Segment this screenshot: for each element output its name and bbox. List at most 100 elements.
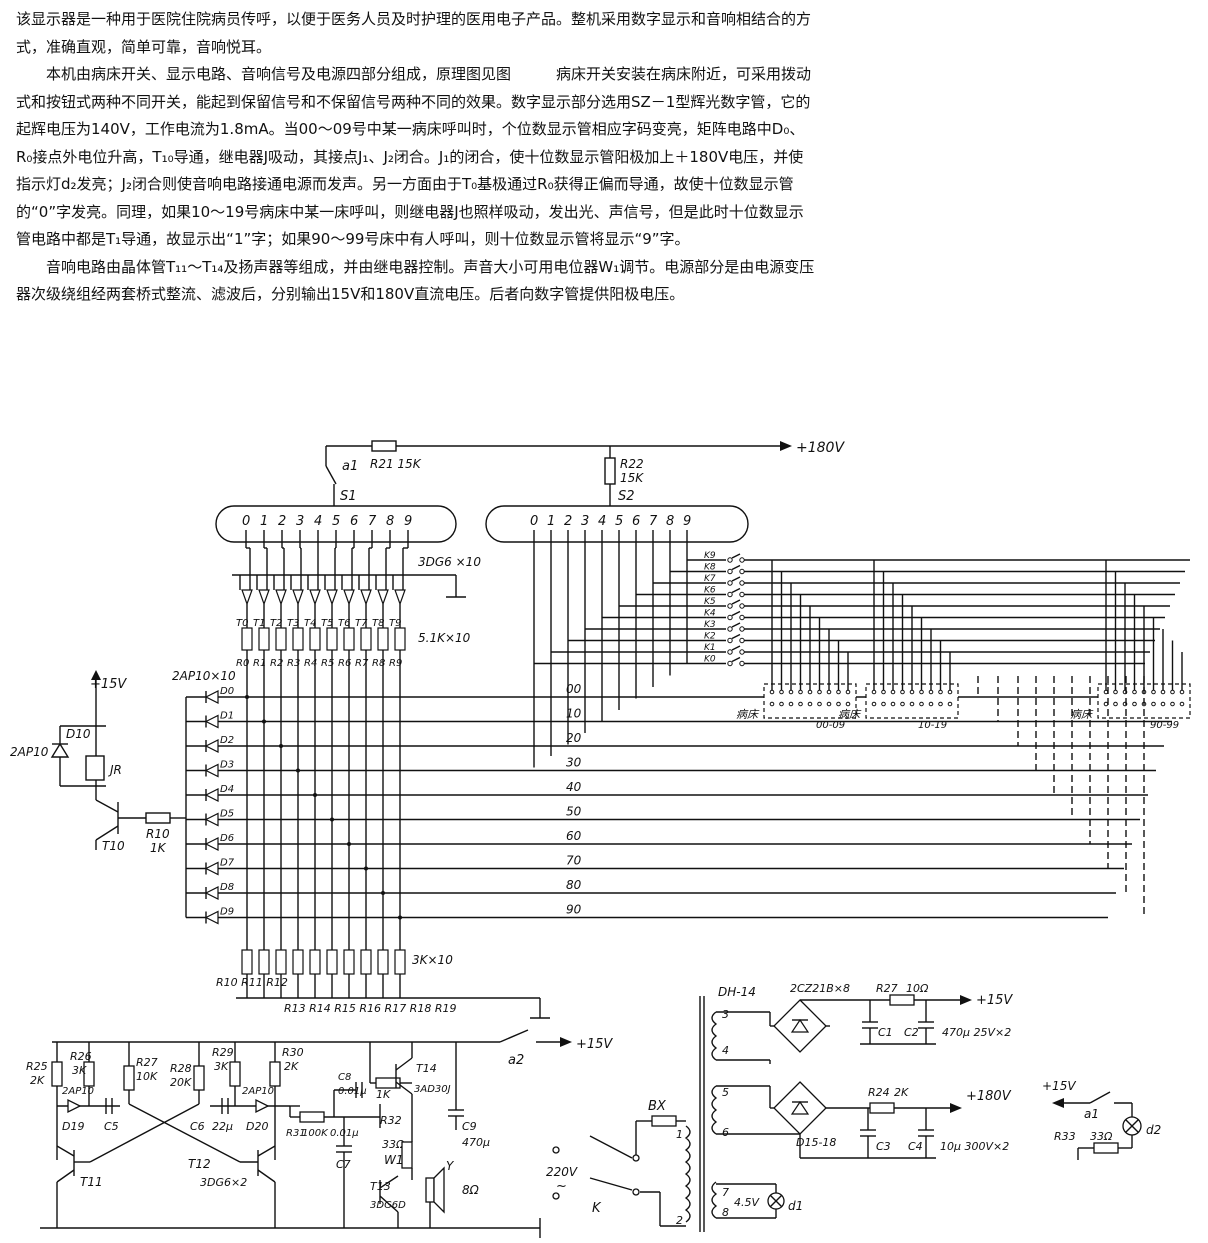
label-bed-word-1: 病床 bbox=[838, 708, 862, 721]
diode-D5 bbox=[204, 812, 219, 827]
tens-digit-2: 2 bbox=[278, 514, 286, 529]
transformer-secondary-b bbox=[711, 1085, 718, 1135]
label-r33-val2: 33Ω bbox=[1090, 1130, 1113, 1143]
paragraph-3: 音响电路由晶体管T₁₁～T₁₄及扬声器等组成，并由继电器控制。声音大小可用电位器… bbox=[16, 257, 815, 304]
label-D8: D8 bbox=[220, 882, 234, 893]
label-R1: R1 bbox=[253, 658, 266, 669]
label-T3: T3 bbox=[287, 618, 299, 629]
transformer-secondary-a bbox=[711, 1011, 718, 1061]
label-r27p-val: 10Ω bbox=[906, 982, 929, 995]
power-supply: BX 220V ~ K 1 2 DH-14 3 4 5 6 7 8 4.5V bbox=[546, 982, 1161, 1232]
label-c7: C7 bbox=[336, 1158, 351, 1171]
label-r22-val: 15K bbox=[620, 471, 644, 485]
label-R8: R8 bbox=[372, 658, 385, 669]
label-r30-val: 2K bbox=[284, 1060, 299, 1073]
label-K8: K8 bbox=[704, 563, 716, 573]
label-r29-val: 3K bbox=[214, 1060, 229, 1073]
k-switch-K5 bbox=[727, 603, 733, 609]
label-R9: R9 bbox=[389, 658, 402, 669]
label-c8-val: 0.01μ bbox=[338, 1086, 367, 1097]
label-speaker-val: 8Ω bbox=[462, 1183, 480, 1197]
row-label-30: 30 bbox=[566, 756, 582, 770]
label-s2: S2 bbox=[618, 489, 635, 504]
audio-circuit: +15V a2 bbox=[26, 1029, 613, 1238]
label-r29: R29 bbox=[212, 1046, 234, 1059]
label-D5: D5 bbox=[220, 809, 234, 820]
row-label-70: 70 bbox=[566, 854, 582, 868]
label-r33-val: 33Ω bbox=[382, 1138, 405, 1151]
label-dh14: DH-14 bbox=[718, 985, 756, 999]
r29-resistor bbox=[229, 1061, 241, 1087]
label-K6: K6 bbox=[704, 586, 716, 596]
diode-D1 bbox=[204, 714, 219, 729]
junction-9 bbox=[398, 915, 402, 920]
label-R3: R3 bbox=[287, 658, 300, 669]
row-label-40: 40 bbox=[566, 780, 582, 794]
label-t13: T13 bbox=[370, 1180, 391, 1193]
r25-resistor bbox=[51, 1061, 63, 1087]
label-r27p: R27 bbox=[876, 982, 898, 995]
k-switch-K1 bbox=[727, 649, 733, 655]
label-c12-val: 470μ 25V×2 bbox=[942, 1026, 1011, 1039]
label-r-array: 5.1K×10 bbox=[418, 631, 471, 645]
transformer-secondary-c bbox=[711, 1181, 718, 1219]
label-c4: C4 bbox=[908, 1140, 923, 1153]
tens-digit-8: 8 bbox=[386, 514, 394, 529]
resistor-R2 bbox=[275, 627, 287, 651]
label-tr-7: 7 bbox=[722, 1186, 729, 1199]
paragraph-2: 本机由病床开关、显示电路、音响信号及电源四部分组成，原理图见图 病床开关安装在病… bbox=[16, 65, 812, 248]
diode-D9 bbox=[204, 910, 219, 925]
label-mains: 220V bbox=[546, 1165, 578, 1179]
label-r28: R28 bbox=[170, 1062, 192, 1075]
resistor-R7 bbox=[360, 627, 372, 651]
tens-digit-7: 7 bbox=[368, 514, 377, 529]
label-c3: C3 bbox=[876, 1140, 891, 1153]
label-d2: d2 bbox=[1146, 1123, 1161, 1137]
label-bridge1: 2CZ21B×8 bbox=[790, 982, 850, 995]
units-digit-9: 9 bbox=[683, 514, 691, 529]
label-R0: R0 bbox=[236, 658, 249, 669]
units-digit-4: 4 bbox=[598, 514, 606, 529]
transistor-T1 bbox=[258, 589, 270, 606]
label-15v-audio: +15V bbox=[576, 1037, 613, 1052]
label-K7: K7 bbox=[704, 574, 716, 584]
units-digit-0: 0 bbox=[530, 514, 538, 529]
label-R5: R5 bbox=[321, 658, 334, 669]
label-tr-1: 1 bbox=[676, 1128, 683, 1141]
label-15v-lamp: +15V bbox=[1042, 1079, 1076, 1093]
relay-coil bbox=[85, 755, 105, 781]
label-v45: 4.5V bbox=[734, 1196, 760, 1209]
k-switch-K9 bbox=[727, 557, 733, 563]
label-r24: R24 bbox=[868, 1086, 890, 1099]
diode-D7 bbox=[204, 861, 219, 876]
label-t-array: 3DG6 ×10 bbox=[418, 555, 481, 569]
label-D6: D6 bbox=[220, 833, 234, 844]
junction-1 bbox=[262, 719, 266, 724]
row-label-50: 50 bbox=[566, 805, 582, 819]
article-text: 该显示器是一种用于医院住院病员传呼，以便于医务人员及时护理的医用电子产品。整机采… bbox=[16, 6, 816, 309]
tens-digit-1: 1 bbox=[260, 514, 268, 529]
units-digit-1: 1 bbox=[547, 514, 555, 529]
transistor-T2 bbox=[275, 589, 287, 606]
label-T1: T1 bbox=[253, 618, 265, 629]
label-mains-tilde: ~ bbox=[556, 1179, 567, 1194]
units-digit-3: 3 bbox=[581, 514, 589, 529]
row-label-00: 00 bbox=[566, 682, 582, 696]
label-c6-val: 22μ bbox=[212, 1120, 233, 1133]
label-t14: T14 bbox=[416, 1062, 437, 1075]
label-D2: D2 bbox=[220, 735, 234, 746]
junction-7 bbox=[364, 866, 368, 871]
paragraph-1: 该显示器是一种用于医院住院病员传呼，以便于医务人员及时护理的医用电子产品。整机采… bbox=[16, 10, 812, 56]
label-c2: C2 bbox=[904, 1026, 919, 1039]
r21-resistor bbox=[371, 440, 397, 452]
label-D4: D4 bbox=[220, 784, 234, 795]
label-r31: R31 bbox=[286, 1128, 306, 1139]
label-a1-top: a1 bbox=[342, 459, 358, 474]
row-label-20: 20 bbox=[566, 731, 582, 745]
label-k-switch: K bbox=[592, 1201, 602, 1216]
tens-digit-4: 4 bbox=[314, 514, 322, 529]
label-c9-val: 470μ bbox=[462, 1136, 490, 1149]
row-label-80: 80 bbox=[566, 878, 582, 892]
tens-digit-3: 3 bbox=[296, 514, 304, 529]
